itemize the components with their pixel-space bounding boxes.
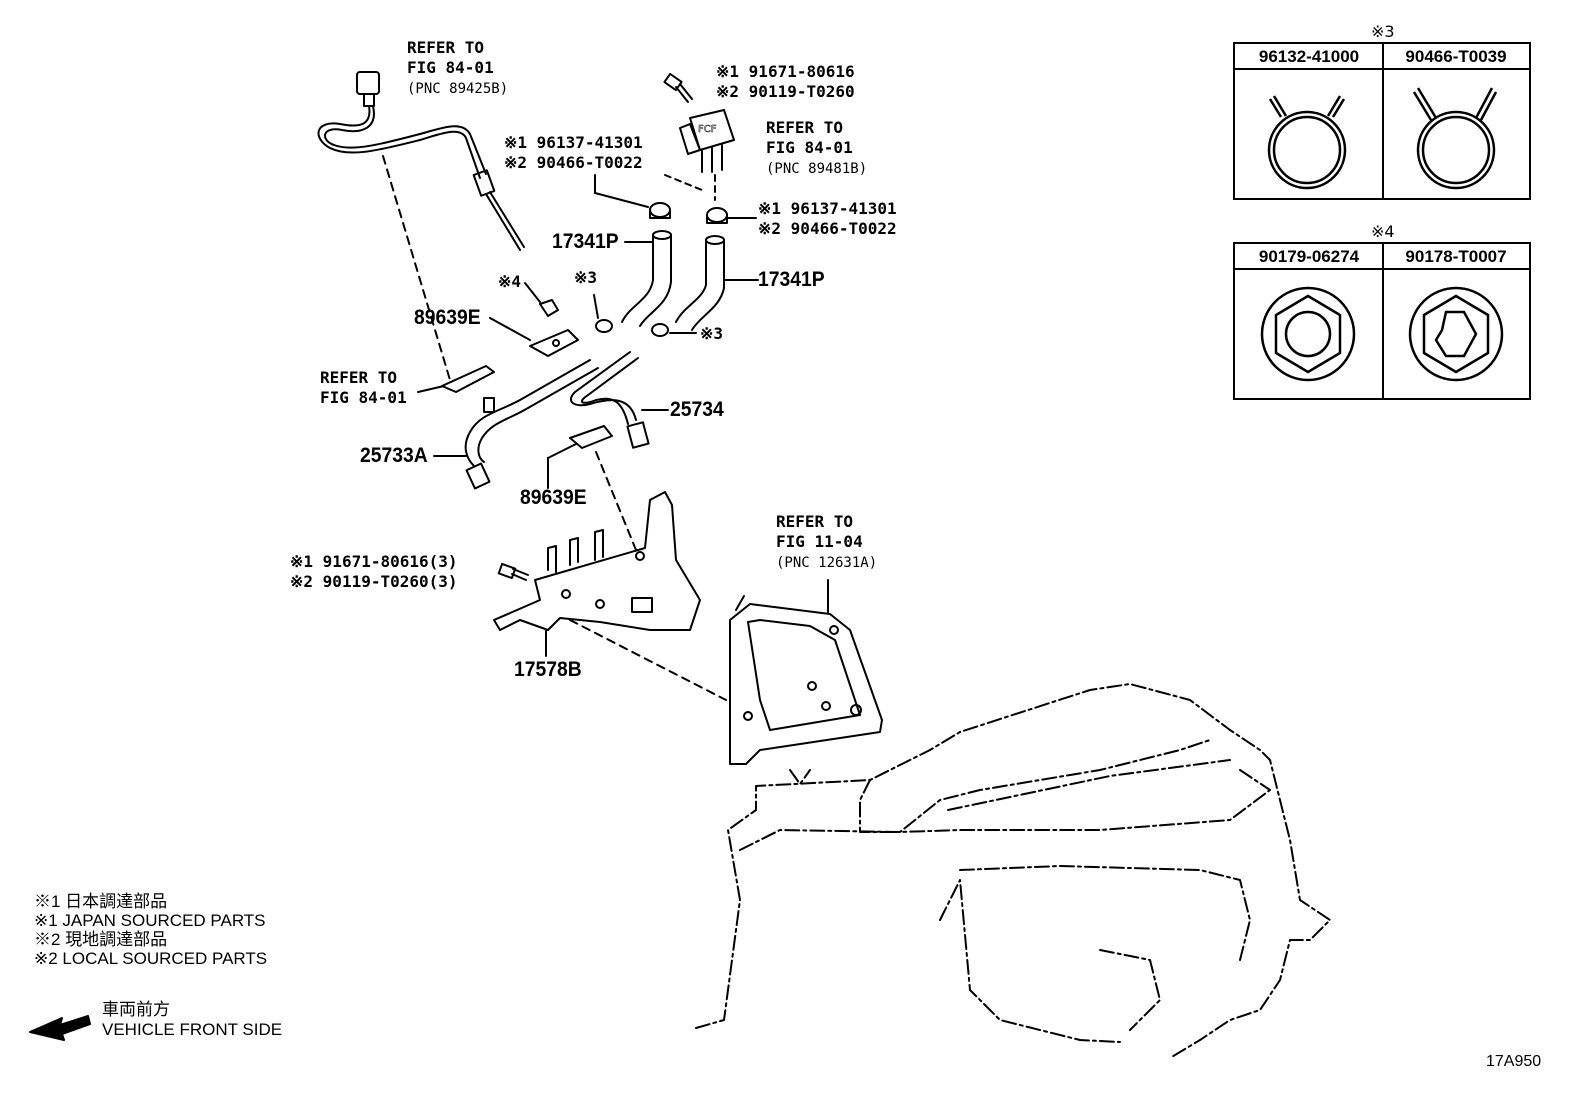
- ref-line: REFER TO: [766, 118, 844, 137]
- ref-line: FIG 84-01: [766, 138, 853, 157]
- bracket-ref-left: [417, 365, 495, 393]
- vehicle-front-en: VEHICLE FRONT SIDE: [102, 1020, 283, 1039]
- vehicle-front-arrow: [29, 1015, 91, 1041]
- part-number-17341p-left[interactable]: 17341P: [552, 230, 619, 253]
- clamp-96132-41000-drawing: [1267, 95, 1347, 190]
- note-local-sourced-jp: ※2 現地調達部品: [34, 930, 168, 949]
- label-clip-right-2[interactable]: ※2 90466-T0022: [758, 219, 897, 238]
- nut-90179-06274-drawing: [1260, 286, 1356, 382]
- pipe-25734: [570, 351, 669, 449]
- table4-col2-header[interactable]: 90178-T0007: [1383, 244, 1529, 270]
- nut-top: [524, 282, 559, 317]
- ref-line: REFER TO: [776, 512, 854, 531]
- part-number-17578b[interactable]: 17578B: [514, 658, 582, 681]
- label-mark4[interactable]: ※4: [498, 272, 522, 291]
- label-mark3-left[interactable]: ※3: [574, 268, 598, 287]
- temperature-sensor: [317, 71, 525, 381]
- ref-line: (PNC 12631A): [776, 555, 878, 571]
- svg-text:FCF: FCF: [698, 124, 717, 135]
- pipe-25733a: [433, 359, 599, 490]
- label-clip-left-2[interactable]: ※2 90466-T0022: [504, 153, 643, 172]
- hose-clip-right: [706, 207, 757, 224]
- ref-fig-84-01-left[interactable]: REFER TO FIG 84-01: [320, 368, 407, 408]
- table4-col1-header[interactable]: 90179-06274: [1235, 244, 1383, 270]
- ref-line: FIG 84-01: [407, 58, 494, 77]
- main-bracket-17578b: [493, 491, 727, 701]
- part-number-89639e-top[interactable]: 89639E: [414, 306, 481, 329]
- note-japan-sourced-en: ※1 JAPAN SOURCED PARTS: [34, 911, 266, 930]
- bolt-top: [663, 72, 693, 103]
- part-number-17341p-right[interactable]: 17341P: [758, 268, 825, 291]
- ref-line: FIG 11-04: [776, 532, 863, 551]
- bracket-89639e-bottom: [547, 425, 637, 551]
- table3-divider: [1382, 44, 1384, 198]
- table-note4: 90179-06274 90178-T0007: [1233, 242, 1531, 400]
- table3-col2-header[interactable]: 90466-T0039: [1383, 44, 1529, 70]
- ref-fig-11-04-12631a[interactable]: REFER TO FIG 11-04 (PNC 12631A): [776, 512, 877, 573]
- label-bolt-top-2[interactable]: ※2 90119-T0260: [716, 82, 855, 101]
- bolt-middle: [497, 562, 529, 581]
- label-mark3-right[interactable]: ※3: [700, 324, 724, 343]
- hose-clip-left: [594, 174, 671, 219]
- nut-90178-t0007-drawing: [1408, 286, 1504, 382]
- label-bolt-top-1[interactable]: ※1 91671-80616: [716, 62, 855, 81]
- engine-bracket: [729, 579, 883, 765]
- ref-line: FIG 84-01: [320, 388, 407, 407]
- vacuum-hose-right: [675, 235, 759, 331]
- part-number-25733a[interactable]: 25733A: [360, 444, 428, 467]
- hose-clamp-left: [593, 294, 613, 333]
- note-japan-sourced-jp: ※1 日本調達部品: [34, 892, 168, 911]
- ref-fig-84-01-89425b[interactable]: REFER TO FIG 84-01 (PNC 89425B): [407, 38, 508, 99]
- vehicle-front-jp: 車両前方: [102, 1000, 170, 1019]
- bracket-89639e-top: [489, 317, 579, 357]
- pressure-sensor: FCF: [664, 109, 735, 201]
- label-clip-left-1[interactable]: ※1 96137-41301: [504, 133, 643, 152]
- part-number-25734[interactable]: 25734: [670, 398, 724, 421]
- hose-clamp-right: [651, 323, 697, 337]
- label-bolt-mid-2[interactable]: ※2 90119-T0260(3): [290, 572, 458, 591]
- clamp-90466-t0039-drawing: [1412, 87, 1498, 190]
- table4-mark: ※4: [1371, 222, 1395, 241]
- part-number-89639e-bottom[interactable]: 89639E: [520, 486, 587, 509]
- table3-mark: ※3: [1371, 22, 1395, 41]
- ref-line: REFER TO: [407, 38, 485, 57]
- label-bolt-mid-1[interactable]: ※1 91671-80616(3): [290, 552, 458, 571]
- table-note3: 96132-41000 90466-T0039: [1233, 42, 1531, 200]
- figure-code: 17A950: [1486, 1053, 1542, 1070]
- table3-col1-header[interactable]: 96132-41000: [1235, 44, 1383, 70]
- ref-line: (PNC 89425B): [407, 81, 509, 97]
- ref-line: REFER TO: [320, 368, 398, 387]
- ref-fig-84-01-89481b[interactable]: REFER TO FIG 84-01 (PNC 89481B): [766, 118, 867, 179]
- note-local-sourced-en: ※2 LOCAL SOURCED PARTS: [34, 949, 268, 968]
- vacuum-hose-left: [621, 230, 672, 327]
- label-clip-right-1[interactable]: ※1 96137-41301: [758, 199, 897, 218]
- table4-divider: [1382, 244, 1384, 398]
- engine-outline: [695, 683, 1331, 1059]
- ref-line: (PNC 89481B): [766, 161, 868, 177]
